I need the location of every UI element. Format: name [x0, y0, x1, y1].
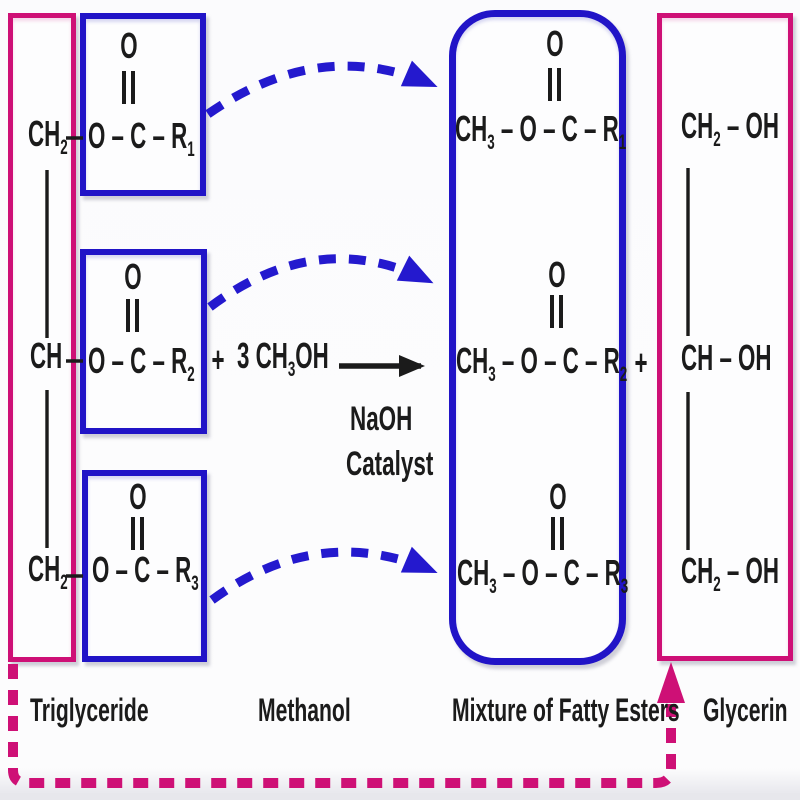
- ester-group-box-3: [82, 470, 207, 662]
- methanol-formula: 3 CH3OH: [237, 335, 329, 382]
- product2-chain: CH3 – O – C – R2: [456, 340, 628, 387]
- product1-carbonyl-oxygen: O: [546, 23, 564, 64]
- ester1-transfer-arrow: [205, 60, 438, 118]
- product2-carbonyl-oxygen: O: [548, 254, 566, 295]
- plus-sign-right: +: [634, 342, 648, 383]
- catalyst-word: Catalyst: [346, 445, 434, 483]
- ester1-carbonyl-oxygen: O: [120, 25, 138, 66]
- backbone-ch2-top: CH2: [28, 113, 68, 160]
- triglyceride-label: Triglyceride: [30, 692, 149, 728]
- ester1-double-bond: [122, 71, 135, 104]
- product3-chain: CH3 – O – C – R3: [457, 552, 629, 599]
- ester-group-box-2: [80, 249, 207, 434]
- bottom-shade: [0, 793, 800, 800]
- fatty-esters-label: Mixture of Fatty Esters: [452, 692, 680, 728]
- ester3-chain: O – C – R3: [92, 549, 199, 596]
- product2-double-bond: [550, 295, 563, 328]
- backbone-ch2-bottom: CH2: [28, 548, 68, 595]
- ester2-double-bond: [126, 299, 139, 332]
- ester2-carbonyl-oxygen: O: [124, 256, 142, 297]
- fatty-esters-box: [449, 10, 626, 665]
- ester2-transfer-arrow: [207, 254, 434, 311]
- glycerin-box: [657, 13, 793, 661]
- ester1-chain: O – C – R1: [88, 115, 195, 162]
- methanol-label: Methanol: [258, 692, 351, 728]
- catalyst-name: NaOH: [350, 400, 413, 438]
- product3-double-bond: [551, 517, 564, 550]
- plus-sign-left: +: [211, 339, 225, 380]
- ester3-transfer-arrow: [209, 546, 438, 604]
- glycerin-row-1: CH2 – OH: [681, 105, 779, 152]
- backbone-ch: CH: [30, 335, 63, 376]
- product1-double-bond: [548, 68, 561, 101]
- ester3-carbonyl-oxygen: O: [129, 476, 147, 517]
- glycerin-label: Glycerin: [703, 692, 788, 728]
- ester2-chain: O – C – R2: [88, 340, 195, 387]
- product1-chain: CH3 – O – C – R1: [455, 108, 627, 155]
- ester-group-box-1: [80, 13, 206, 196]
- glycerin-row-3: CH2 – OH: [681, 550, 779, 597]
- triglyceride-backbone-box: [8, 13, 76, 662]
- glycerin-row-2: CH – OH: [681, 337, 772, 378]
- product3-carbonyl-oxygen: O: [549, 476, 567, 517]
- ester3-double-bond: [131, 517, 144, 550]
